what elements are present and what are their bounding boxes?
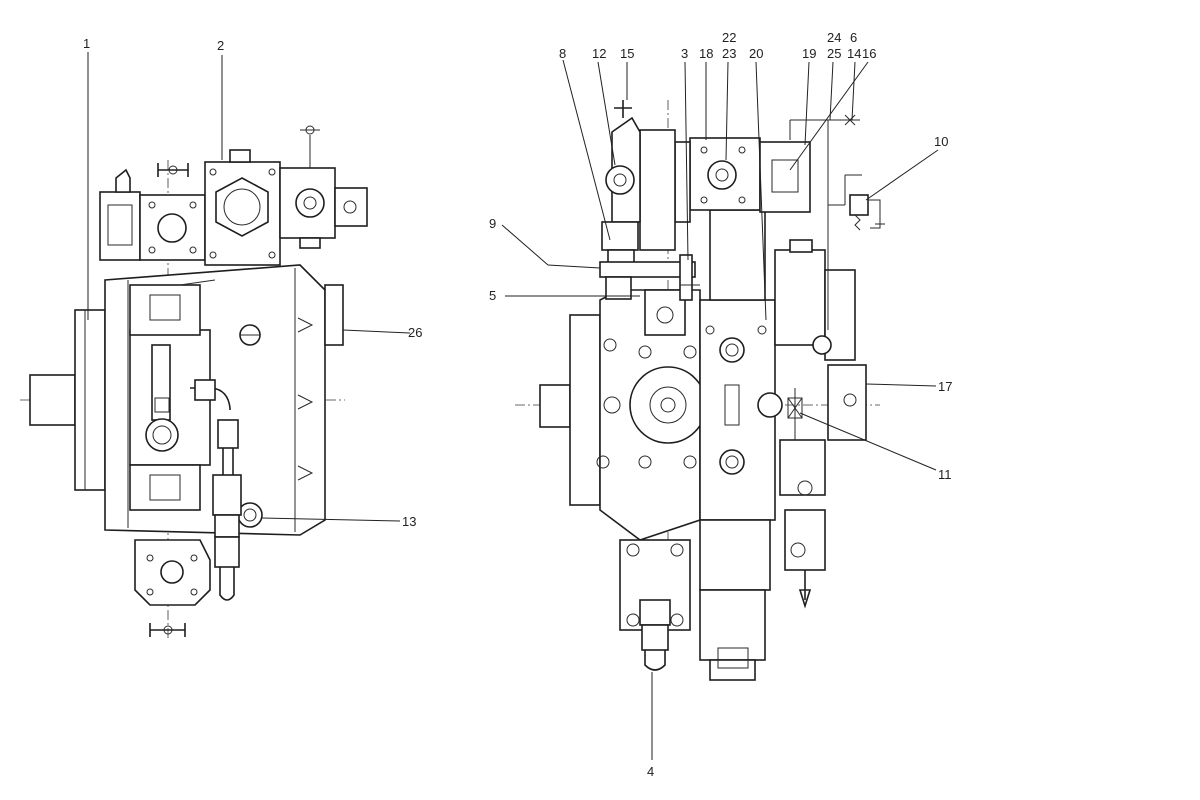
- callout-17: 17: [938, 379, 952, 394]
- mounting-flange: [74, 309, 106, 491]
- leader-lines: [87, 52, 939, 760]
- callout-16: 16: [862, 46, 876, 61]
- callout-14: 14: [847, 46, 861, 61]
- callout-6: 6: [850, 30, 857, 45]
- callout-numbers: 1 2 26 13 8 12 15 3 18 22 23 20 19 24 25…: [83, 30, 952, 779]
- callout-22: 22: [722, 30, 736, 45]
- right-pump-view: [515, 100, 885, 681]
- callout-9: 9: [489, 216, 496, 231]
- callout-26: 26: [408, 325, 422, 340]
- callout-12: 12: [592, 46, 606, 61]
- callout-2: 2: [217, 38, 224, 53]
- callout-3: 3: [681, 46, 688, 61]
- callout-10: 10: [934, 134, 948, 149]
- callout-8: 8: [559, 46, 566, 61]
- callout-19: 19: [802, 46, 816, 61]
- callout-20: 20: [749, 46, 763, 61]
- callout-4: 4: [647, 764, 654, 779]
- callout-15: 15: [620, 46, 634, 61]
- callout-13: 13: [402, 514, 416, 529]
- left-pump-view: [20, 125, 368, 640]
- callout-18: 18: [699, 46, 713, 61]
- drive-shaft: [29, 374, 76, 426]
- hydraulic-schematic: [789, 114, 885, 330]
- callout-11: 11: [938, 467, 952, 482]
- callout-23: 23: [722, 46, 736, 61]
- callout-1: 1: [83, 36, 90, 51]
- callout-25: 25: [827, 46, 841, 61]
- callout-5: 5: [489, 288, 496, 303]
- callout-24: 24: [827, 30, 841, 45]
